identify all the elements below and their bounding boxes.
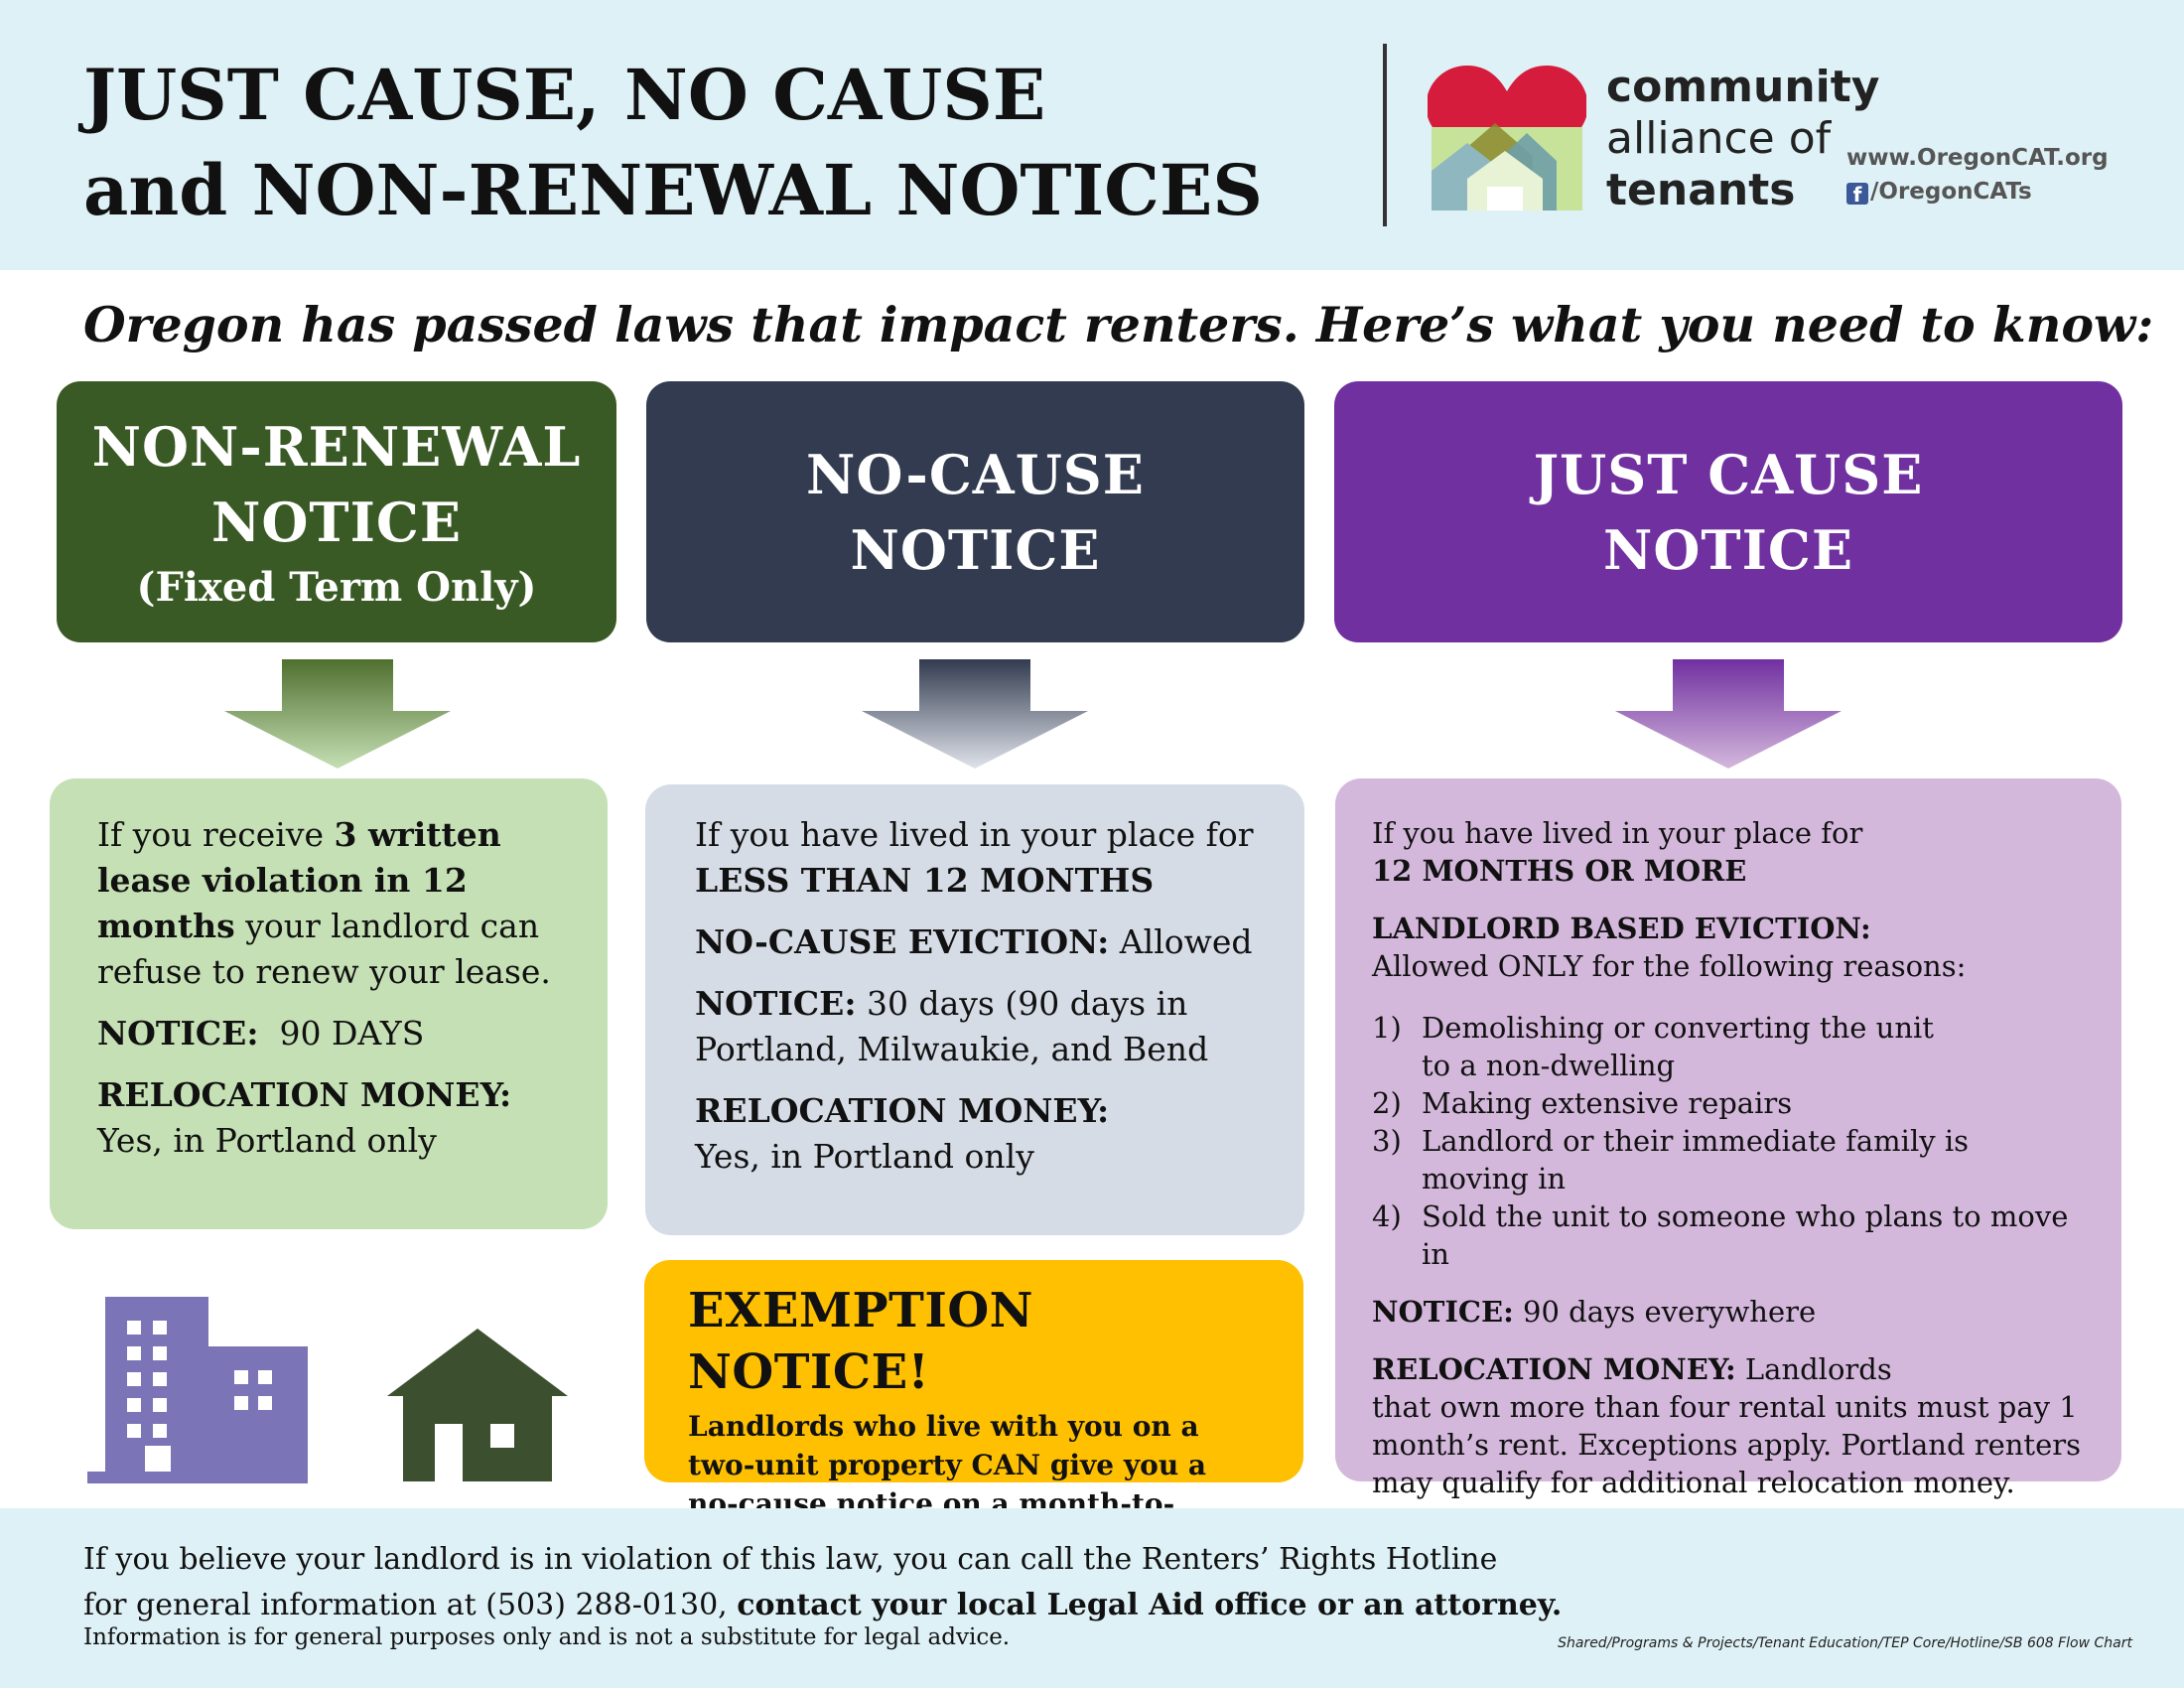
relocation-line: RELOCATION MONEY: Landlords that own more…	[1372, 1350, 2085, 1501]
title-line-2: and NON-RENEWAL NOTICES	[83, 149, 1263, 231]
notice-label: NOTICE:	[1372, 1295, 1514, 1329]
hotline-line-1: If you believe your landlord is in viola…	[83, 1542, 1498, 1577]
lived-duration: 12 MONTHS OR MORE	[1372, 854, 1747, 888]
notice-value: 30 days (90 days in Portland, Milwaukie,…	[695, 984, 1209, 1068]
non-renewal-content: If you receive 3 written lease violation…	[50, 778, 608, 1229]
disclaimer: Information is for general purposes only…	[83, 1624, 1011, 1650]
header-band	[0, 0, 2184, 270]
down-arrow-icon	[862, 659, 1088, 769]
footer-band	[0, 1508, 2184, 1688]
apartment-building-icon	[87, 1297, 308, 1483]
list-item: 4)Sold the unit to someone who plans to …	[1372, 1199, 2069, 1271]
title-line-1: JUST CAUSE, NO CAUSE	[83, 54, 1046, 136]
body-bold: 3 written lease violation in 12 months	[97, 815, 501, 945]
heading-line-2: NOTICE	[850, 517, 1101, 582]
eviction-value: Allowed	[1109, 922, 1253, 961]
non-renewal-description: If you receive 3 written lease violation…	[97, 812, 560, 995]
relocation-value-start: Landlords	[1735, 1352, 1892, 1386]
facebook-handle: /OregonCATs	[1870, 179, 2032, 205]
notice-label: NOTICE:	[695, 984, 857, 1023]
body-suffix: your landlord can refuse to renew your l…	[97, 907, 551, 991]
eviction-label: NO-CAUSE EVICTION:	[695, 922, 1110, 961]
subtitle: Oregon has passed laws that impact rente…	[83, 296, 2154, 353]
page-title: JUST CAUSE, NO CAUSE and NON-RENEWAL NOT…	[83, 48, 1324, 238]
contact-info: www.OregonCAT.org f/OregonCATs	[1846, 141, 2109, 209]
notice-line: NOTICE: 90 days everywhere	[1372, 1293, 2085, 1331]
heading-line-2: NOTICE	[211, 490, 462, 554]
exemption-notice: EXEMPTION NOTICE! Landlords who live wit…	[644, 1260, 1303, 1559]
relocation-value: Yes, in Portland only	[695, 1137, 1034, 1176]
eviction-label: LANDLORD BASED EVICTION:	[1372, 912, 1871, 945]
lived-duration: LESS THAN 12 MONTHS	[695, 861, 1155, 900]
no-cause-content: If you have lived in your place for LESS…	[645, 784, 1304, 1235]
lived-text: If you have lived in your place for	[695, 815, 1254, 854]
notice-value: 90 days everywhere	[1513, 1295, 1817, 1329]
exemption-title: EXEMPTION NOTICE!	[688, 1283, 1033, 1400]
website-link[interactable]: www.OregonCAT.org	[1846, 145, 2109, 171]
eviction-line: NO-CAUSE EVICTION: Allowed	[695, 919, 1255, 965]
hotline-line-2: for general information at (503) 288-013…	[83, 1588, 1563, 1622]
relocation-value-rest: that own more than four rental units mus…	[1372, 1390, 2081, 1499]
notice-value: 90 DAYS	[258, 1014, 425, 1053]
eviction-value: Allowed ONLY for the following reasons:	[1372, 949, 1967, 983]
just-cause-content: If you have lived in your place for 12 M…	[1335, 778, 2121, 1499]
notice-line: NOTICE: 30 days (90 days in Portland, Mi…	[695, 981, 1255, 1072]
lived-text: If you have lived in your place for	[1372, 816, 1863, 850]
org-name-line-1: community	[1606, 62, 1880, 112]
non-renewal-heading: NON-RENEWAL NOTICE (Fixed Term Only)	[57, 381, 616, 642]
file-path: Shared/Programs & Projects/Tenant Educat…	[1558, 1635, 2132, 1651]
heading-line-1: NO-CAUSE	[806, 442, 1145, 506]
org-name-line-2: alliance of	[1606, 113, 1832, 164]
notice-line: NOTICE: 90 DAYS	[97, 1011, 560, 1056]
down-arrow-icon	[1615, 659, 1842, 769]
relocation-label: RELOCATION MONEY:	[1372, 1352, 1736, 1386]
org-name-line-3: tenants	[1606, 165, 1796, 215]
no-cause-heading: NO-CAUSE NOTICE	[646, 381, 1304, 642]
list-item: 3)Landlord or their immediate family is …	[1372, 1124, 1969, 1196]
facebook-link[interactable]: f/OregonCATs	[1846, 175, 2109, 209]
list-item: 2)Making extensive repairs	[1372, 1086, 1793, 1120]
heading-line-1: JUST CAUSE	[1533, 442, 1924, 506]
relocation-label: RELOCATION MONEY:	[97, 1075, 512, 1114]
notice-label: NOTICE:	[97, 1014, 259, 1053]
hotline-text: If you believe your landlord is in viola…	[83, 1537, 1562, 1628]
heart-house-logo	[1428, 66, 1586, 211]
down-arrow-icon	[224, 659, 451, 769]
just-cause-heading: JUST CAUSE NOTICE	[1334, 381, 2122, 642]
house-icon	[387, 1329, 568, 1481]
relocation-value: Yes, in Portland only	[97, 1121, 437, 1160]
facebook-icon: f	[1846, 183, 1868, 207]
heading-sub: (Fixed Term Only)	[136, 563, 537, 611]
header-divider	[1383, 44, 1387, 226]
heading-line-1: NON-RENEWAL	[91, 414, 582, 479]
body-prefix: If you receive	[97, 815, 335, 854]
heading-line-2: NOTICE	[1603, 517, 1853, 582]
relocation-label: RELOCATION MONEY:	[695, 1091, 1110, 1130]
org-name: community alliance of tenants	[1606, 62, 1879, 216]
